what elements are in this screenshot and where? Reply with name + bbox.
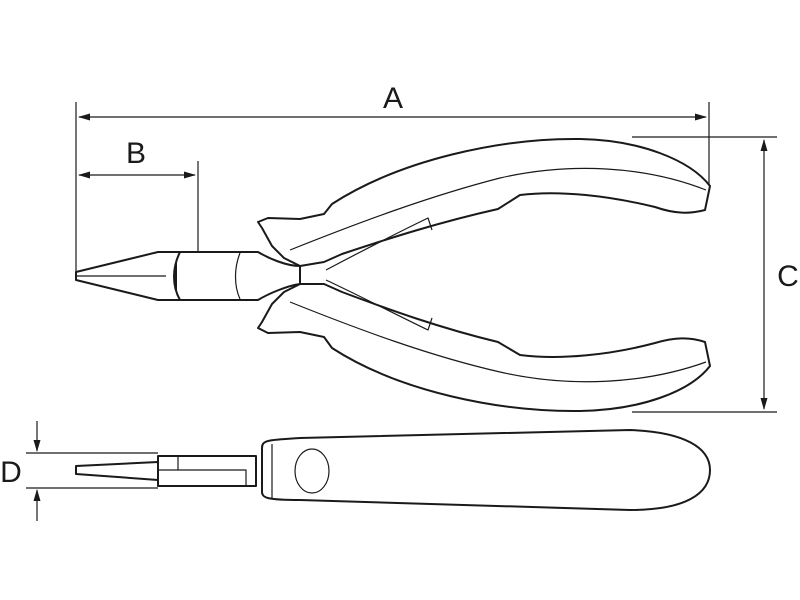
dimension-d: D <box>0 421 158 521</box>
dimension-d-label: D <box>0 456 22 489</box>
side-handle <box>261 429 711 511</box>
dimension-c: C <box>632 136 799 413</box>
spring <box>325 217 433 271</box>
lower-handle <box>257 283 711 413</box>
pliers-top-view <box>75 137 711 413</box>
upper-handle <box>257 137 711 267</box>
side-joint <box>157 455 257 487</box>
joint-box <box>175 251 301 301</box>
dimension-c-label: C <box>777 260 799 293</box>
dimension-b-label: B <box>126 137 146 170</box>
pliers-side-view <box>75 429 711 511</box>
spring-lower <box>325 279 433 331</box>
dimension-a: A <box>75 82 710 276</box>
side-nose <box>75 461 159 481</box>
joint-box-curve <box>234 252 241 300</box>
upper-handle-inner-line <box>289 167 707 251</box>
side-joint-step <box>177 456 247 486</box>
side-handle-dot <box>294 448 330 494</box>
dimension-b: B <box>78 137 199 252</box>
lower-handle-inner-line <box>289 301 707 383</box>
dimension-a-label: A <box>383 82 403 115</box>
